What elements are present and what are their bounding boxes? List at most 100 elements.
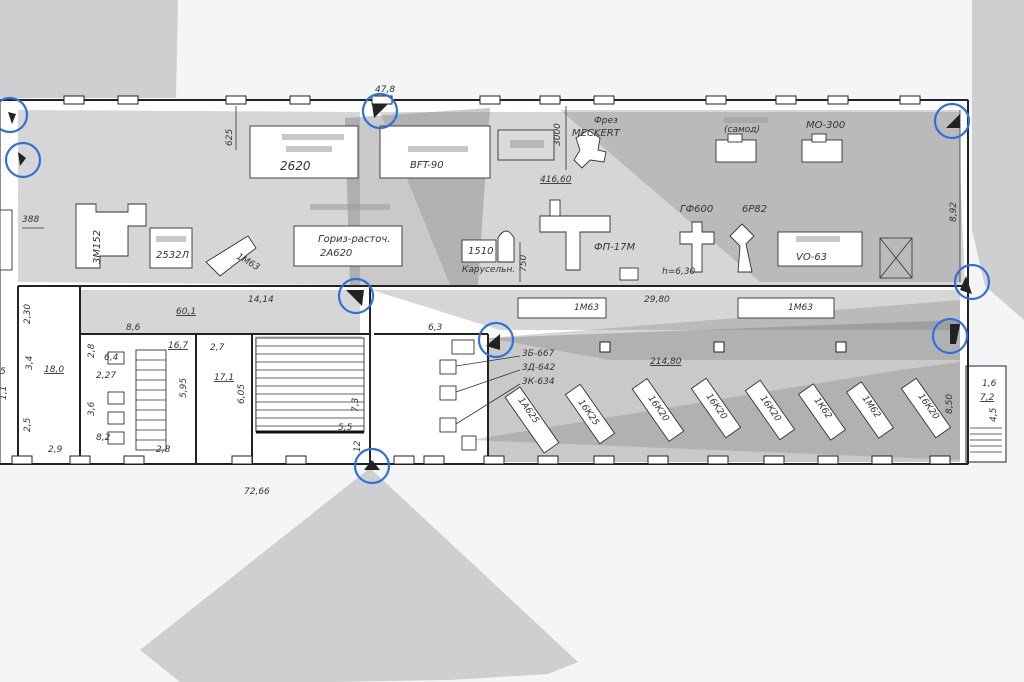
dim-label: 388 (22, 215, 39, 225)
dim-label: 8,50 (945, 394, 955, 414)
machine-samod-top (727, 133, 743, 143)
machine-label: 3Д-642 (522, 363, 555, 373)
dim-label: 12 (353, 440, 363, 452)
machine-2a620 (293, 225, 403, 267)
coverage-cone-top-right (972, 0, 1024, 320)
machine-label: 1М63 (788, 303, 813, 313)
machine-label: 3К-634 (522, 377, 555, 387)
machine-mo300-top (811, 133, 827, 143)
dim-label: 625 (225, 129, 235, 146)
machine-3b667 (439, 359, 457, 375)
camera-icon (0, 96, 29, 134)
dim-label: 47,8 (375, 85, 395, 95)
coverage-cone-bottom (140, 468, 578, 682)
machine-fp17m (539, 215, 611, 271)
camera-icon (361, 92, 399, 130)
dim-label: 2,7 (210, 343, 225, 353)
blurred-label (286, 146, 332, 152)
blurred-label (408, 146, 468, 152)
camera-icon (953, 263, 991, 301)
lathe-row (504, 377, 952, 454)
dim-label: 16,7 (168, 341, 188, 351)
machine-label: 6Р82 (742, 204, 767, 215)
leader-line (455, 383, 521, 425)
machine-label: Фрез (594, 116, 618, 126)
camera-icon (4, 141, 42, 179)
door-left (0, 209, 13, 271)
machine-6r82 (729, 223, 755, 273)
dim-label: 8,2 (96, 433, 111, 443)
dim-label: 2,27 (96, 371, 116, 381)
dim-label: 2,9 (48, 445, 63, 455)
blurred-label (156, 236, 186, 242)
dim-label: 2,30 (23, 304, 33, 324)
dim-label: 6,3 (428, 323, 443, 333)
dim-label: 1,6 (982, 379, 997, 389)
machine-samod (715, 139, 757, 163)
coverage-cone-top-left (0, 0, 178, 98)
pilasters (11, 95, 951, 465)
camera-icon (337, 277, 375, 315)
dim-label: 6,05 (237, 384, 247, 404)
machine-label: 3Б-667 (522, 349, 555, 359)
dim-label: 416,60 (540, 175, 572, 185)
coverage-corridor (80, 290, 360, 335)
machine-label: 3М152 (92, 230, 103, 264)
machine-label: МО-300 (806, 120, 845, 131)
machine-1m63-corridor-a (517, 297, 607, 319)
machine-fp17m-head (549, 199, 561, 217)
dim-label: 214,80 (650, 357, 682, 367)
dim-label: 3,6 (87, 401, 97, 416)
electrical-box (619, 267, 639, 281)
machine-label: ФП-17М (594, 242, 635, 253)
dim-label: 750 (519, 255, 529, 272)
dim-label: 14,14 (248, 295, 274, 305)
annex-steps (970, 427, 1002, 453)
open-area-marker (879, 237, 913, 279)
machine-box (451, 339, 475, 355)
dim-label: 4,5 (989, 407, 999, 422)
dim-label: 3000 (553, 123, 563, 146)
stair-small (135, 349, 167, 451)
machine-label: ГФ600 (680, 204, 713, 215)
dim-label: 17,1 (214, 373, 234, 383)
dim-label: 1,1 (0, 386, 9, 400)
blurred-label (310, 204, 390, 210)
staircase (255, 337, 365, 434)
cameras (0, 92, 991, 485)
machine-label: Карусельн. (462, 265, 515, 275)
dim-label: 6,4 (104, 353, 119, 363)
sanitary-fixtures (107, 351, 125, 445)
machine-label: 2620 (280, 159, 311, 173)
camera-icon (353, 447, 391, 485)
dim-label: 60,1 (176, 307, 196, 317)
machine-3m152 (75, 203, 147, 269)
dim-label: h=6,30 (662, 267, 696, 277)
machine-2532l (149, 227, 193, 269)
dim-label: 2,5 (23, 417, 33, 432)
machine-1510-arc (497, 230, 515, 263)
leader-line (455, 355, 521, 367)
dim-label: 5 (0, 367, 6, 377)
dim-label: 8,6 (126, 323, 141, 333)
machine-label: 1510 (468, 246, 493, 257)
machine-3d642 (439, 385, 457, 401)
machine-label: Гориз-расточ. (318, 234, 390, 245)
machine-box (461, 435, 477, 451)
camera-icon (933, 102, 971, 140)
camera-icon (477, 321, 515, 359)
dim-label: 29,80 (644, 295, 670, 305)
machine-label: VO-63 (796, 252, 827, 263)
dim-label: 5,5 (338, 423, 353, 433)
machine-label: (самод) (724, 125, 760, 135)
dim-label: 72,66 (244, 487, 270, 497)
blurred-label (510, 140, 544, 148)
machine-1m63-tilted (205, 235, 257, 277)
blurred-label (724, 117, 768, 123)
machine-label: MECKERT (572, 128, 621, 139)
dim-label: 7,2 (980, 393, 995, 403)
machine-gf600 (679, 221, 715, 273)
dim-label: 7,3 (351, 397, 361, 412)
blurred-label (796, 236, 840, 242)
